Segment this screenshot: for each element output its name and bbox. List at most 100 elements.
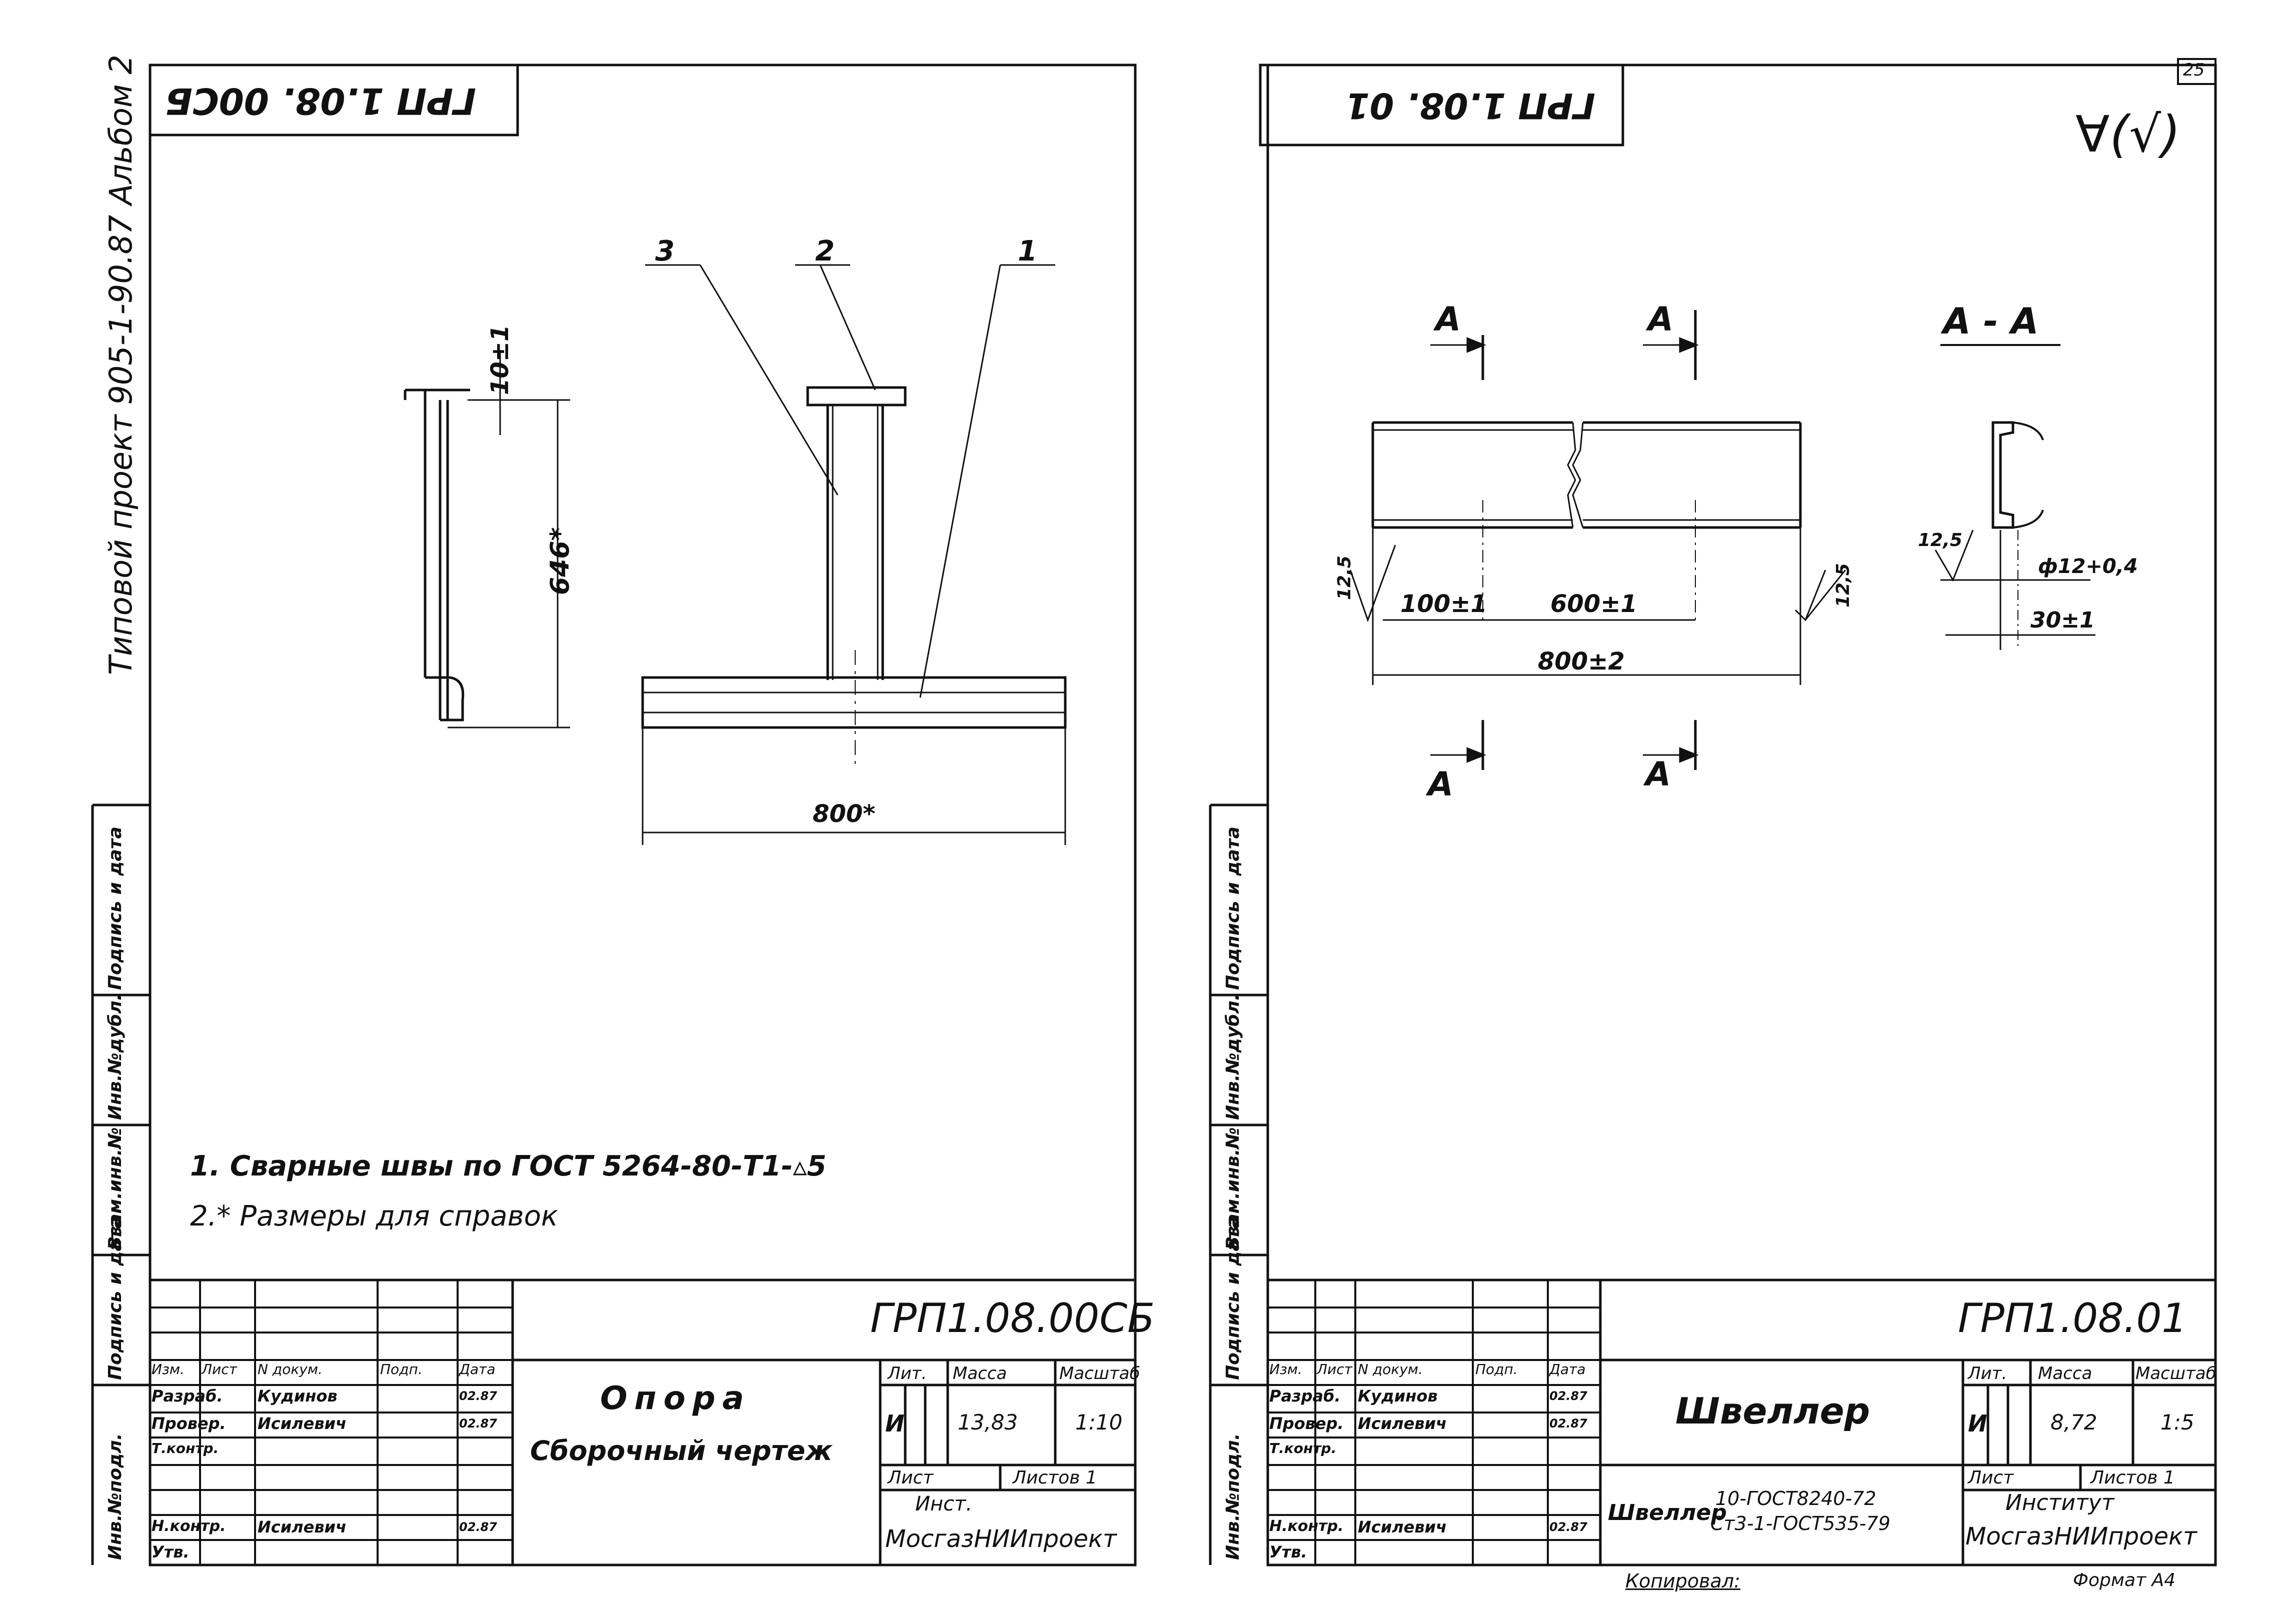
right-row-utv: Утв. bbox=[1269, 1542, 1307, 1562]
right-row-prover: Провер. bbox=[1269, 1414, 1344, 1433]
left-head-sign: Подп. bbox=[380, 1361, 423, 1378]
right-row-nkontr: Н.контр. bbox=[1269, 1518, 1344, 1535]
right-material-bottom: Ст3-1-ГОСТ535-79 bbox=[1710, 1512, 1890, 1534]
right-head-sign: Подп. bbox=[1475, 1361, 1518, 1378]
callout-2: 2 bbox=[815, 235, 835, 268]
left-scale: Масштаб bbox=[1059, 1364, 1140, 1384]
dim-100: 100±1 bbox=[1400, 590, 1487, 618]
left-doc-code: ГРП1.08.00СБ bbox=[870, 1295, 1155, 1342]
note-2: 2.* Размеры для справок bbox=[190, 1200, 558, 1232]
left-stamp-code: ГРП 1.08. 00СБ bbox=[165, 80, 476, 122]
left-row-nkontr: Н.контр. bbox=[152, 1518, 226, 1535]
left-row-prover-date: 02.87 bbox=[459, 1416, 497, 1430]
dim-width: 800* bbox=[813, 800, 876, 828]
dim-800: 800±2 bbox=[1538, 648, 1625, 676]
left-mass-value: 13,83 bbox=[958, 1410, 1018, 1434]
right-margin-vzam: Взам.инв.№ bbox=[1223, 1127, 1243, 1250]
right-sheets: Листов 1 bbox=[2090, 1468, 2175, 1488]
left-scale-value: 1:10 bbox=[1075, 1410, 1123, 1434]
right-lit: Лит. bbox=[1968, 1364, 2007, 1384]
left-head-date: Дата bbox=[459, 1361, 496, 1378]
left-margin-inv-podl: Инв.№подл. bbox=[105, 1433, 126, 1560]
right-row-razrab-date: 02.87 bbox=[1549, 1389, 1587, 1403]
left-row-razrab-date: 02.87 bbox=[459, 1389, 497, 1403]
right-mass: Масса bbox=[2038, 1364, 2092, 1384]
left-sheet: Лист bbox=[888, 1468, 934, 1488]
dim-height: 646* bbox=[545, 527, 575, 595]
right-material-prefix: Швеллер bbox=[1608, 1500, 1727, 1526]
dim-hole: ф12+0,4 bbox=[2038, 555, 2138, 578]
section-mark-2: А bbox=[1648, 300, 1674, 338]
dim-top: 10±1 bbox=[486, 324, 514, 395]
right-margin-inv-dubl: Инв.№дубл. bbox=[1223, 994, 1243, 1120]
left-sheets: Листов 1 bbox=[1013, 1468, 1097, 1488]
callout-1: 1 bbox=[1018, 235, 1037, 268]
channel-elevation bbox=[1349, 310, 1846, 770]
right-row-nkontr-date: 02.87 bbox=[1549, 1520, 1587, 1534]
page-number: 25 bbox=[2183, 60, 2205, 80]
dim-125-left: 12,5 bbox=[1334, 556, 1355, 600]
right-row-prover-name: Исилевич bbox=[1358, 1414, 1447, 1433]
support-front-view bbox=[641, 264, 1067, 845]
channel-section-aa bbox=[1934, 344, 2095, 650]
dim-30: 30±1 bbox=[2030, 608, 2095, 633]
copied-by: Копировал: bbox=[1625, 1570, 1740, 1592]
left-row-razrab: Разраб. bbox=[152, 1386, 223, 1406]
right-row-prover-date: 02.87 bbox=[1549, 1416, 1587, 1430]
right-frame bbox=[1266, 64, 2217, 1566]
left-org1: Инст. bbox=[915, 1492, 973, 1516]
section-mark-1: А bbox=[1435, 300, 1461, 338]
album-side-text: Типовой проект 905-1-90.87 Альбом 2 bbox=[103, 54, 139, 675]
left-mass: Масса bbox=[953, 1364, 1007, 1384]
right-scale-value: 1:5 bbox=[2160, 1410, 2194, 1434]
left-row-prover: Провер. bbox=[152, 1414, 226, 1433]
right-head-list: Лист bbox=[1317, 1361, 1352, 1378]
left-row-razrab-name: Кудинов bbox=[258, 1386, 338, 1406]
right-margin-sign-2: Подпись и дата bbox=[1223, 826, 1243, 990]
dim-600: 600±1 bbox=[1550, 590, 1637, 618]
right-sheet: Лист bbox=[1968, 1468, 2014, 1488]
right-head-izm: Изм. bbox=[1269, 1361, 1302, 1378]
right-org2: МосгазНИИпроект bbox=[1965, 1522, 2197, 1550]
right-name: Швеллер bbox=[1675, 1390, 1870, 1432]
right-head-date: Дата bbox=[1549, 1361, 1586, 1378]
right-stamp-code: ГРП 1.08. 01 bbox=[1345, 85, 1595, 126]
section-title: А - А bbox=[1943, 300, 2039, 342]
note-1: 1. Сварные швы по ГОСТ 5264-80-Т1-▵5 bbox=[190, 1150, 827, 1182]
right-margin-inv-podl: Инв.№подл. bbox=[1223, 1433, 1243, 1560]
right-scale: Масштаб bbox=[2135, 1364, 2216, 1384]
left-row-prover-name: Исилевич bbox=[258, 1414, 347, 1433]
left-frame bbox=[149, 64, 1137, 1566]
left-margin-inv-dubl: Инв.№дубл. bbox=[105, 994, 126, 1120]
right-head-doc: N докум. bbox=[1358, 1361, 1423, 1378]
dim-125-right: 12,5 bbox=[1833, 563, 1853, 608]
right-row-tkontr: Т.контр. bbox=[1269, 1440, 1337, 1456]
left-row-utv: Утв. bbox=[152, 1542, 190, 1562]
right-lit-value: И bbox=[1968, 1410, 1987, 1437]
left-row-tkontr: Т.контр. bbox=[152, 1440, 219, 1456]
section-mark-3: А bbox=[1428, 765, 1454, 804]
right-org1: Институт bbox=[2005, 1490, 2114, 1516]
left-head-doc: N докум. bbox=[258, 1361, 323, 1378]
dim-125-section: 12,5 bbox=[1918, 530, 1962, 550]
left-row-nkontr-date: 02.87 bbox=[459, 1520, 497, 1534]
left-name-line2: Сборочный чертеж bbox=[530, 1435, 833, 1466]
right-row-nkontr-name: Исилевич bbox=[1358, 1518, 1447, 1536]
left-row-nkontr-name: Исилевич bbox=[258, 1518, 347, 1536]
left-margin-vzam: Взам.инв.№ bbox=[105, 1127, 126, 1250]
callout-3: 3 bbox=[655, 235, 675, 268]
format-label: Формат А4 bbox=[2073, 1570, 2176, 1590]
support-side-view bbox=[404, 350, 570, 728]
left-lit-value: И bbox=[885, 1410, 905, 1437]
left-lit: Лит. bbox=[888, 1364, 927, 1384]
section-mark-4: А bbox=[1645, 755, 1671, 794]
left-name-line1: Опора bbox=[600, 1380, 751, 1417]
right-row-razrab-name: Кудинов bbox=[1358, 1386, 1438, 1406]
left-margin-sign-2: Подпись и дата bbox=[105, 826, 126, 990]
right-doc-code: ГРП1.08.01 bbox=[1958, 1295, 2187, 1342]
right-row-razrab: Разраб. bbox=[1269, 1386, 1341, 1406]
roughness-mark: ∀(√) bbox=[2075, 105, 2181, 164]
left-head-list: Лист bbox=[202, 1361, 237, 1378]
right-mass-value: 8,72 bbox=[2050, 1410, 2097, 1434]
